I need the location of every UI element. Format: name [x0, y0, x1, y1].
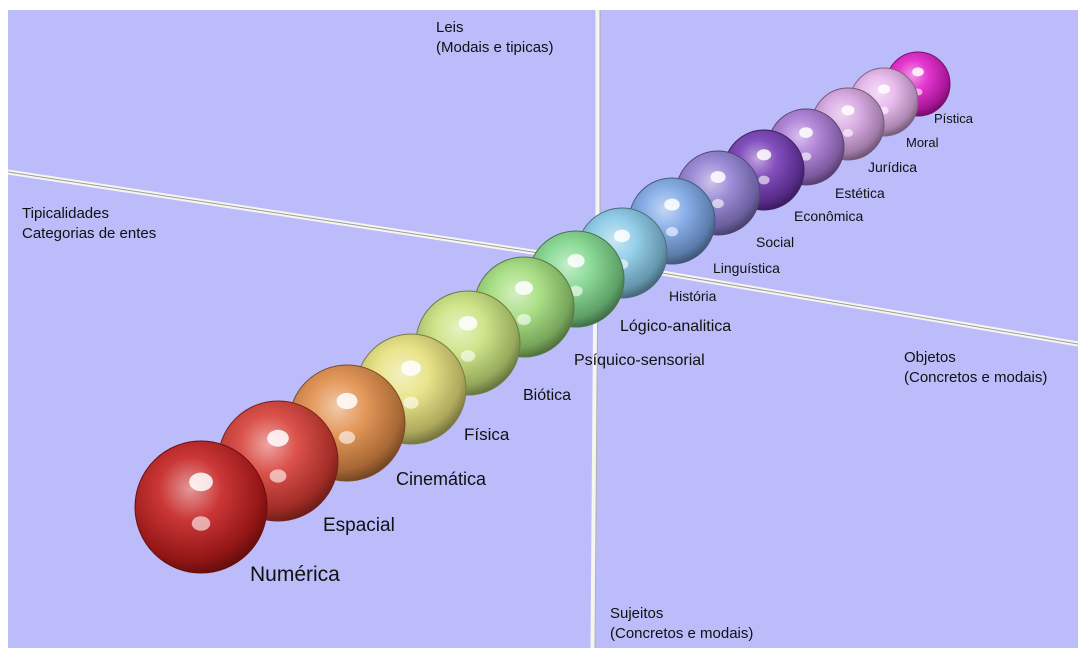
- sphere-highlight: [757, 149, 771, 160]
- sphere-reflection: [843, 129, 853, 137]
- sphere-reflection: [517, 314, 531, 325]
- sphere-reflection: [461, 350, 476, 361]
- sphere-highlight: [337, 393, 358, 409]
- axis-label-up: Leis (Modais e tipicas): [436, 18, 554, 58]
- sphere-highlight: [614, 230, 630, 243]
- sphere-label: Física: [464, 425, 509, 445]
- sphere-label: Numérica: [250, 563, 340, 587]
- axis-down-title: Sujeitos: [610, 604, 753, 624]
- sphere-label: História: [669, 288, 716, 304]
- axis-right-subtitle: (Concretos e modais): [904, 368, 1047, 388]
- axis-label-down: Sujeitos (Concretos e modais): [610, 604, 753, 644]
- axis-left-subtitle: Categorias de entes: [22, 224, 156, 244]
- axis-left-title: Tipicalidades: [22, 204, 156, 224]
- sphere-reflection: [270, 469, 287, 482]
- sphere-reflection: [192, 516, 210, 531]
- axis-label-right: Objetos (Concretos e modais): [904, 348, 1047, 388]
- sphere-label: Biótica: [523, 387, 571, 405]
- axis-up-title: Leis: [436, 18, 554, 38]
- sphere-highlight: [515, 281, 533, 295]
- sphere-label: Psíquico-sensorial: [574, 352, 705, 370]
- sphere-highlight: [459, 316, 478, 331]
- sphere-label: Espacial: [323, 515, 395, 537]
- sphere-highlight: [799, 127, 813, 138]
- sphere-reflection: [339, 431, 355, 444]
- sphere-reflection: [712, 199, 724, 208]
- sphere-highlight: [267, 430, 289, 447]
- axis-right-title: Objetos: [904, 348, 1047, 368]
- sphere-label: Estética: [835, 185, 885, 201]
- sphere-reflection: [666, 227, 678, 236]
- sphere-1: [135, 441, 267, 573]
- sphere-highlight: [664, 199, 679, 211]
- sphere-label: Cinemática: [396, 469, 486, 490]
- sphere-highlight: [710, 171, 725, 183]
- axis-up-subtitle: (Modais e tipicas): [436, 38, 554, 58]
- sphere-highlight: [401, 360, 421, 375]
- sphere-highlight: [567, 254, 584, 267]
- sphere-label: Linguística: [713, 260, 780, 276]
- sphere-label: Pística: [934, 112, 973, 127]
- axis-down-subtitle: (Concretos e modais): [610, 624, 753, 644]
- sphere-highlight: [912, 67, 924, 76]
- sphere-label: Econômica: [794, 208, 863, 224]
- sphere-label: Social: [756, 234, 794, 250]
- sphere-highlight: [189, 473, 213, 491]
- sphere-reflection: [758, 176, 769, 185]
- sphere-label: Jurídica: [868, 159, 917, 175]
- axis-label-left: Tipicalidades Categorias de entes: [22, 204, 156, 244]
- sphere-highlight: [878, 84, 890, 94]
- sphere-label: Lógico-analitica: [620, 318, 731, 336]
- sphere-label: Moral: [906, 136, 939, 151]
- sphere-reflection: [403, 397, 418, 409]
- sphere-highlight: [842, 105, 855, 115]
